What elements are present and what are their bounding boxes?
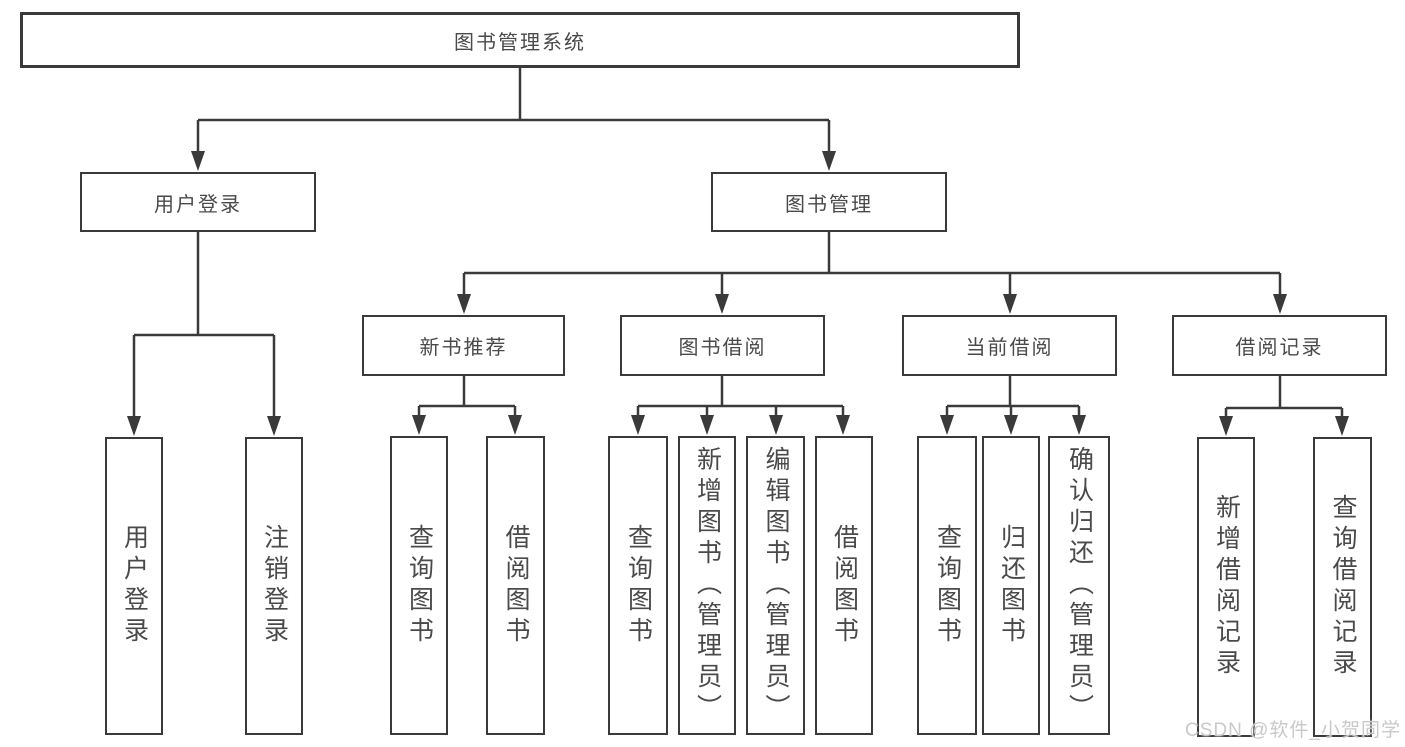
- node-label: 查询图书: [933, 523, 962, 648]
- node-user-login: 用户登录: [80, 172, 316, 232]
- node-user-login-leaf: 用户登录: [105, 437, 163, 735]
- node-label: 查询图书: [624, 523, 653, 648]
- node-borrowing-records: 借阅记录: [1172, 315, 1387, 376]
- node-borrow-books-recommend: 借阅图书: [486, 436, 545, 735]
- node-label: 用户登录: [120, 524, 149, 648]
- node-label: 确认归还（管理员）: [1065, 446, 1094, 725]
- node-borrow-books-borrowing: 借阅图书: [815, 436, 873, 735]
- node-label: 查询图书: [405, 523, 434, 648]
- node-label: 注销登录: [260, 524, 289, 648]
- node-label: 查询借阅记录: [1329, 494, 1357, 680]
- node-confirm-return-admin: 确认归还（管理员）: [1048, 436, 1110, 735]
- node-add-book-admin: 新增图书（管理员）: [678, 436, 736, 735]
- node-label: 新增借阅记录: [1212, 494, 1241, 680]
- node-current-borrowing: 当前借阅: [902, 315, 1117, 376]
- node-logout: 注销登录: [245, 437, 303, 735]
- node-edit-book-admin: 编辑图书（管理员）: [746, 436, 805, 735]
- node-query-books-current: 查询图书: [917, 436, 977, 735]
- node-query-books-recommend: 查询图书: [390, 436, 448, 735]
- node-library-system-root: 图书管理系统: [20, 12, 1020, 68]
- node-add-borrow-record: 新增借阅记录: [1197, 437, 1255, 737]
- arrowheads: [127, 151, 1349, 436]
- node-book-management: 图书管理: [711, 172, 947, 232]
- node-label: 编辑图书（管理员）: [762, 446, 790, 725]
- node-return-books: 归还图书: [982, 436, 1040, 735]
- node-label: 新增图书（管理员）: [693, 446, 722, 725]
- node-label: 借阅图书: [830, 523, 859, 648]
- node-new-book-recommendation: 新书推荐: [362, 315, 565, 376]
- node-book-borrowing: 图书借阅: [620, 315, 825, 376]
- node-label: 归还图书: [997, 523, 1026, 648]
- node-query-borrow-record: 查询借阅记录: [1313, 437, 1372, 737]
- node-query-books-borrowing: 查询图书: [608, 436, 668, 735]
- node-label: 借阅图书: [502, 523, 530, 648]
